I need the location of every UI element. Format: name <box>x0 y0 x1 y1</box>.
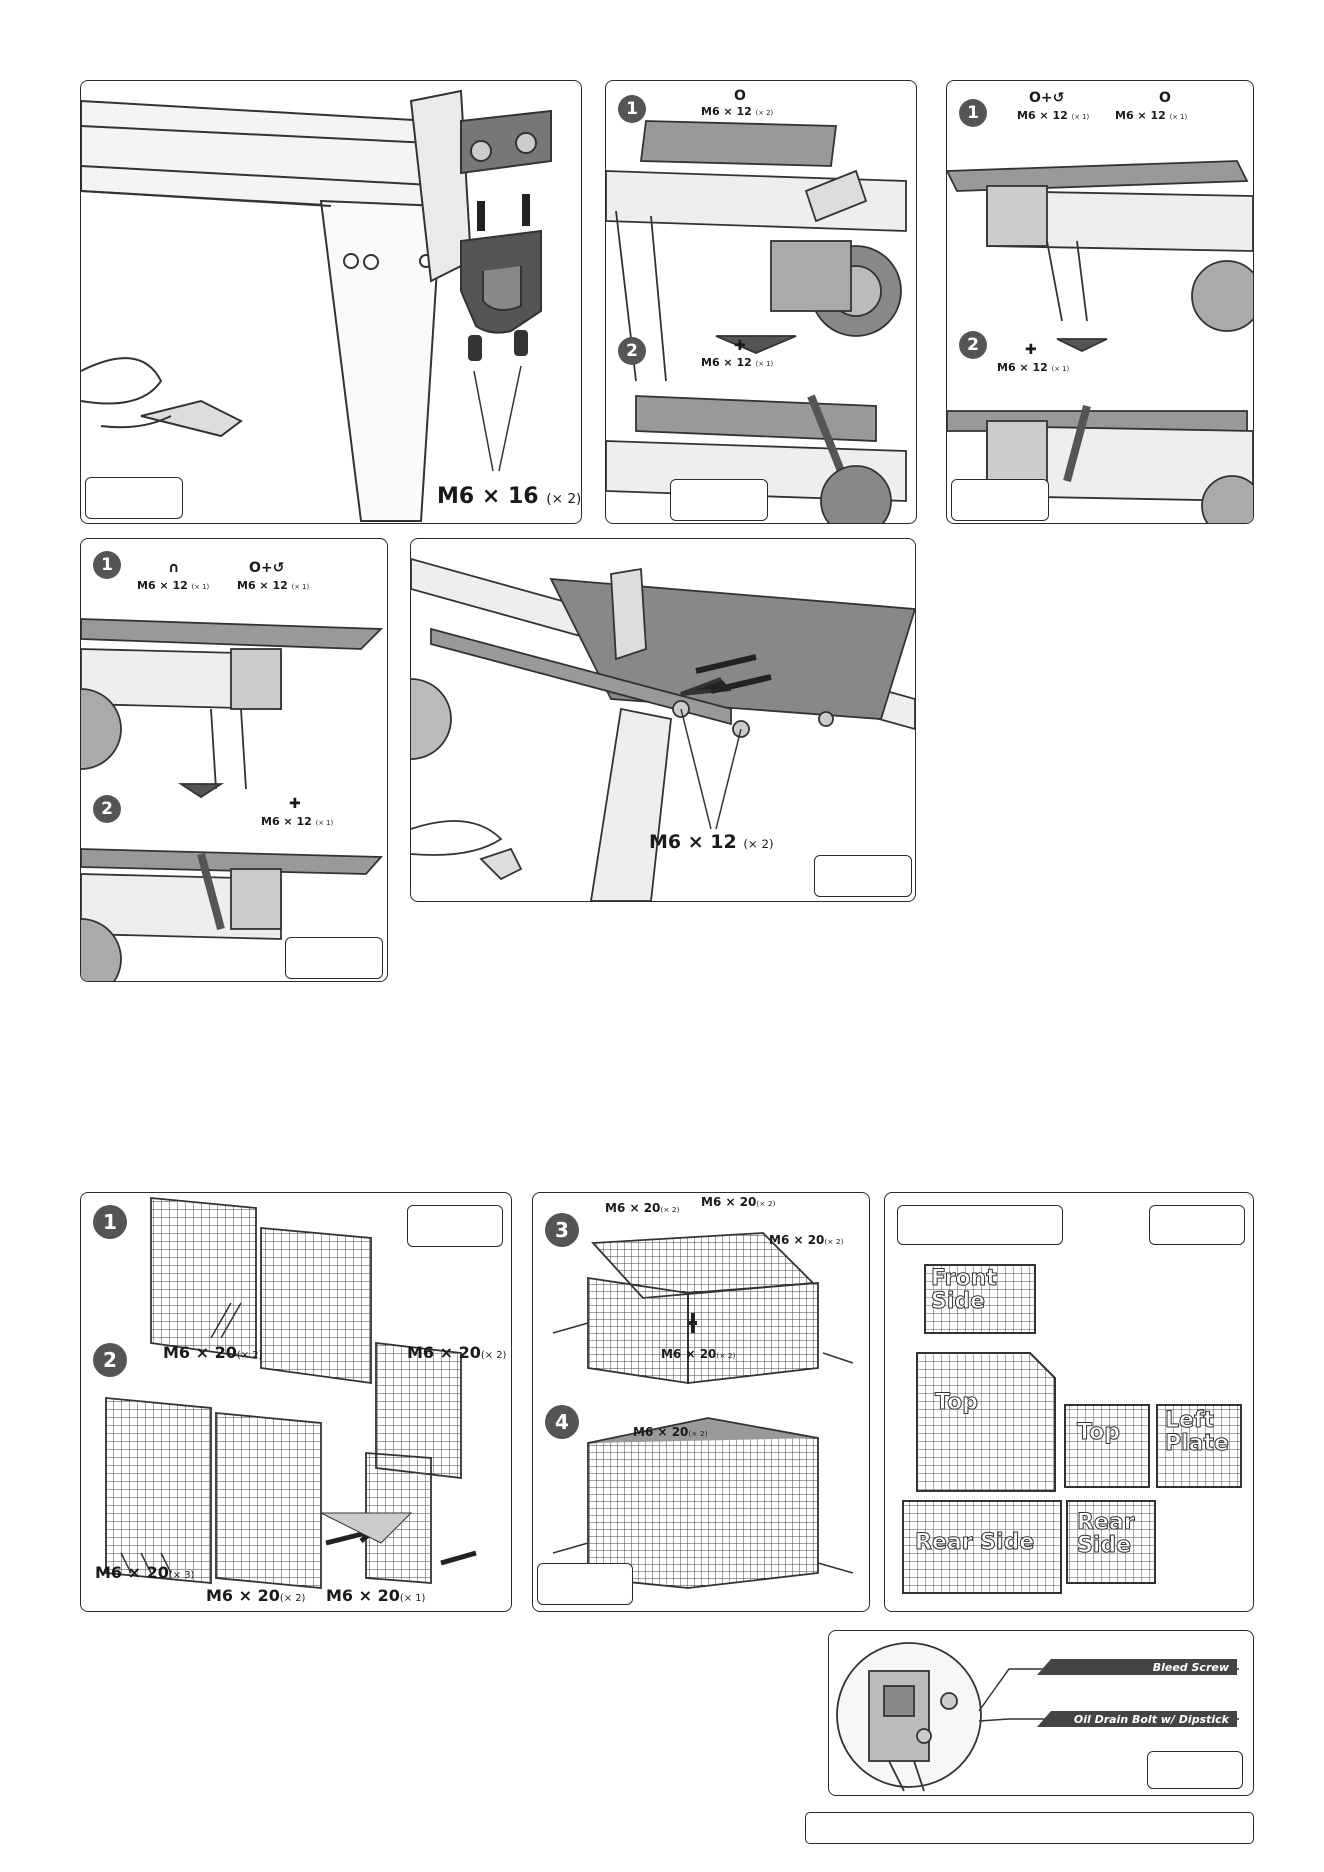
step-number-2: 2 <box>959 331 987 359</box>
plate-label-top: Top <box>935 1390 979 1415</box>
plate-label-top-small: Top <box>1077 1420 1121 1445</box>
plate-label-front-side: Front Side <box>931 1266 998 1315</box>
fastener-label: M6 × 12 (× 1) <box>997 361 1070 374</box>
fastener-label: M6 × 20(× 2) <box>769 1233 844 1247</box>
fastener-label: M6 × 12 (× 1) <box>137 579 210 592</box>
step-number-3: 3 <box>545 1213 579 1247</box>
illustration-cage-plates <box>902 1264 1242 1594</box>
nut-icon: ✚ <box>734 338 746 354</box>
panel-step-cage-sides: 1 2 M6 × 20(× 2) M6 × 20(× 2) M6 × 20(× … <box>80 1192 512 1612</box>
panel-step-plate-a: 1 O M6 × 12 (× 2) 2 ✚ M6 × 12 (× 1) <box>605 80 917 524</box>
panel-bleed-screw: Bleed Screw Oil Drain Bolt w/ Dipstick <box>828 1630 1254 1796</box>
fastener-label: M6 × 12 (× 1) <box>701 356 774 369</box>
fastener-label: M6 × 20(× 1) <box>326 1586 426 1605</box>
step-number-2: 2 <box>618 337 646 365</box>
panel-cage-plates: Front Side Top Top Left Plate Rear Side … <box>884 1192 1254 1612</box>
fastener-label: M6 × 20(× 2) <box>605 1201 680 1215</box>
panel-step-bracket: M6 × 16 (× 2) <box>80 80 582 524</box>
illustration-cage-top <box>552 1232 854 1589</box>
fastener-label: M6 × 12 (× 2) <box>701 105 774 118</box>
step-tag <box>407 1205 503 1247</box>
title-tag <box>897 1205 1063 1245</box>
fastener-label: M6 × 12 (× 1) <box>1115 109 1188 122</box>
step-tag <box>814 855 912 897</box>
illustration-bleed-screw <box>836 1642 1239 1792</box>
step-number-4: 4 <box>545 1405 579 1439</box>
step-number-1: 1 <box>959 99 987 127</box>
fastener-label: M6 × 20(× 2) <box>701 1195 776 1209</box>
washer-and-lock-washer-icon: O+↺ <box>249 560 285 576</box>
illustration-cage-sides <box>105 1197 477 1589</box>
illustration-plate-c <box>81 618 384 981</box>
illustration-bracket <box>81 89 552 522</box>
plate-label-left-plate: Left Plate <box>1165 1408 1230 1457</box>
caption-bar <box>805 1812 1254 1844</box>
washer-and-lock-washer-icon: O+↺ <box>1029 90 1065 106</box>
fastener-label: M6 × 20(× 2) <box>163 1343 263 1362</box>
step-number-2: 2 <box>93 1343 127 1377</box>
step-number-1: 1 <box>618 95 646 123</box>
nut-icon: ✚ <box>289 796 301 812</box>
panel-step-plate-b: 1 O+↺ O M6 × 12 (× 1) M6 × 12 (× 1) 2 ✚ … <box>946 80 1254 524</box>
illustration-table <box>411 558 915 901</box>
callout-bleed-screw: Bleed Screw <box>1037 1659 1237 1675</box>
step-number-1: 1 <box>93 1205 127 1239</box>
fastener-label: M6 × 12 (× 2) <box>649 831 774 853</box>
lock-washer-icon: ∩ <box>168 560 180 576</box>
step-tag <box>1147 1751 1243 1789</box>
nut-icon: ✚ <box>1025 342 1037 358</box>
fastener-label: M6 × 16 (× 2) <box>437 484 582 509</box>
washer-icon: O <box>1159 90 1171 106</box>
fastener-label: M6 × 20(× 2) <box>206 1586 306 1605</box>
fastener-label: M6 × 12 (× 1) <box>1017 109 1090 122</box>
plate-label-rear-side-small: Rear Side <box>1077 1510 1136 1559</box>
panel-step-table: M6 × 12 (× 2) <box>410 538 916 902</box>
step-tag <box>285 937 383 979</box>
step-tag <box>951 479 1049 521</box>
callout-oil-drain-bolt: Oil Drain Bolt w/ Dipstick <box>1037 1711 1237 1727</box>
panel-step-plate-c: 1 ∩ O+↺ M6 × 12 (× 1) M6 × 12 (× 1) 2 ✚ … <box>80 538 388 982</box>
step-tag <box>1149 1205 1245 1245</box>
illustration-plate-a <box>606 120 907 523</box>
illustration-plate-b <box>947 160 1253 523</box>
step-number-1: 1 <box>93 551 121 579</box>
fastener-label: M6 × 20(× 2) <box>407 1343 507 1362</box>
fastener-label: M6 × 20(× 2) <box>661 1347 736 1361</box>
step-tag <box>85 477 183 519</box>
panel-step-cage-top: 3 4 M6 × 20(× 2) M6 × 20(× 2) M6 × 20(× … <box>532 1192 870 1612</box>
step-tag <box>670 479 768 521</box>
fastener-label: M6 × 12 (× 1) <box>237 579 310 592</box>
fastener-label: M6 × 12 (× 1) <box>261 815 334 828</box>
fastener-label: M6 × 20(× 2) <box>633 1425 708 1439</box>
washer-icon: O <box>734 88 746 104</box>
fastener-label: M6 × 20(× 3) <box>95 1563 195 1582</box>
step-number-2: 2 <box>93 795 121 823</box>
plate-label-rear-side: Rear Side <box>914 1530 1035 1555</box>
step-tag <box>537 1563 633 1605</box>
